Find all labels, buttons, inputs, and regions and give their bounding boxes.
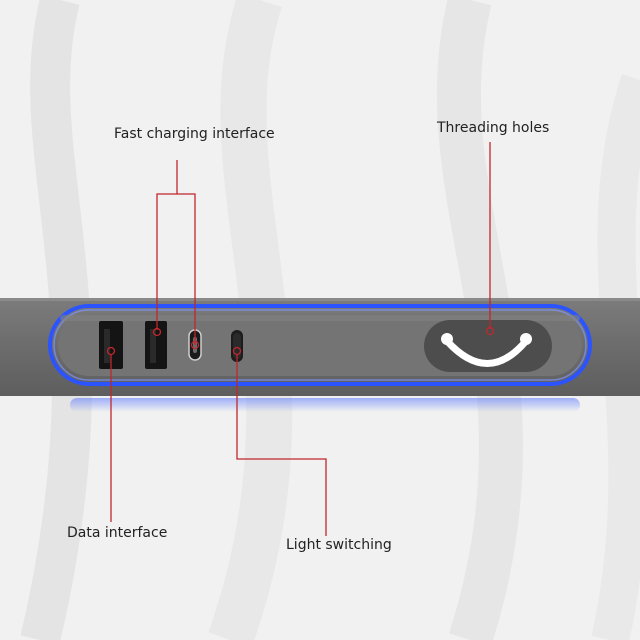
blue-glow-ring bbox=[48, 304, 592, 386]
callout-light-switching: Light switching bbox=[286, 537, 392, 553]
threading-hole[interactable] bbox=[424, 320, 552, 372]
callout-fast-charging: Fast charging interface bbox=[114, 126, 275, 142]
light-switch-button-icon[interactable] bbox=[231, 330, 243, 362]
callout-threading-holes: Threading holes bbox=[437, 120, 550, 136]
callout-data-interface: Data interface bbox=[67, 525, 168, 541]
leader-line-data bbox=[106, 346, 116, 522]
usb-a-port-icon[interactable] bbox=[145, 321, 167, 369]
glow-reflection bbox=[70, 398, 580, 412]
leader-line-threading bbox=[485, 142, 495, 336]
leader-line-light bbox=[232, 346, 327, 536]
cable-hole-grip-icon bbox=[441, 333, 532, 367]
leader-line-fast-charging bbox=[152, 160, 200, 350]
usb-a-port-icon[interactable] bbox=[99, 321, 123, 369]
